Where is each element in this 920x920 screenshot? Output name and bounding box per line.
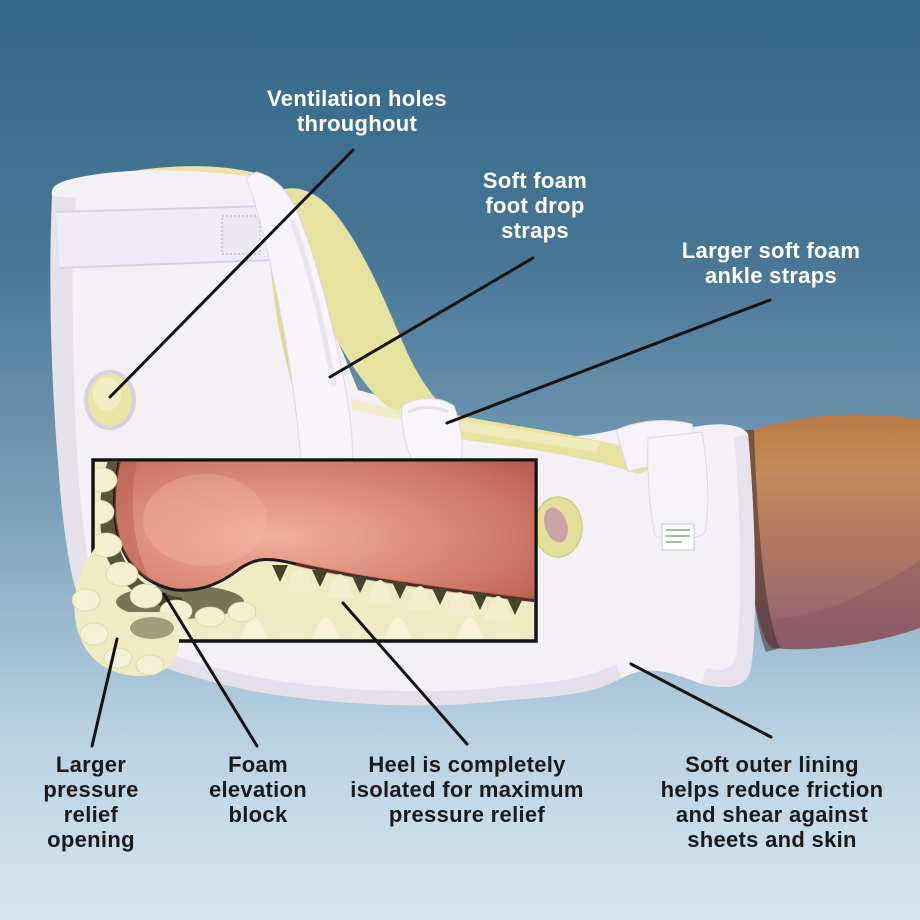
leg-photo <box>740 414 920 652</box>
instep-strap-loop <box>401 398 463 471</box>
callout-ventilation-holes: Ventilation holes throughout <box>267 86 447 136</box>
pointer-lines <box>90 148 773 748</box>
pointer-ventilation <box>108 148 355 399</box>
callout-ankle-straps: Larger soft foam ankle straps <box>681 238 861 288</box>
boot-opening-rim <box>702 434 756 688</box>
pointer-pressure-opening <box>90 637 119 748</box>
callout-foam-elevation-block: Foam elevation block <box>208 752 308 827</box>
pointer-heel-isolated <box>341 601 469 746</box>
pointer-foot-drop <box>328 256 535 379</box>
foot-drop-strap <box>245 171 354 473</box>
shaft-band <box>56 206 273 268</box>
velcro-patch <box>221 215 261 255</box>
boot-bottom-shading <box>100 628 622 706</box>
inset-foam-overflow <box>71 548 179 677</box>
tag-text-lines <box>666 529 690 543</box>
callout-pressure-relief-opening: Larger pressure relief opening <box>43 752 139 852</box>
pointer-ankle-straps <box>445 298 772 425</box>
inset-cutaway <box>71 458 538 677</box>
callout-foot-drop-straps: Soft foam foot drop straps <box>482 168 588 243</box>
shaft-left-shading <box>50 196 94 596</box>
pointer-outer-lining <box>629 662 773 739</box>
product-tag <box>661 523 695 551</box>
foam-block-shadow <box>130 617 174 639</box>
callout-soft-outer-lining: Soft outer lining helps reduce friction … <box>660 752 884 852</box>
straps <box>245 171 709 551</box>
callout-heel-isolated: Heel is completely isolated for maximum … <box>350 752 584 827</box>
pointer-foam-block <box>162 592 259 748</box>
inset-foam-lobes <box>95 467 257 628</box>
leg-lower-shading <box>772 560 920 650</box>
